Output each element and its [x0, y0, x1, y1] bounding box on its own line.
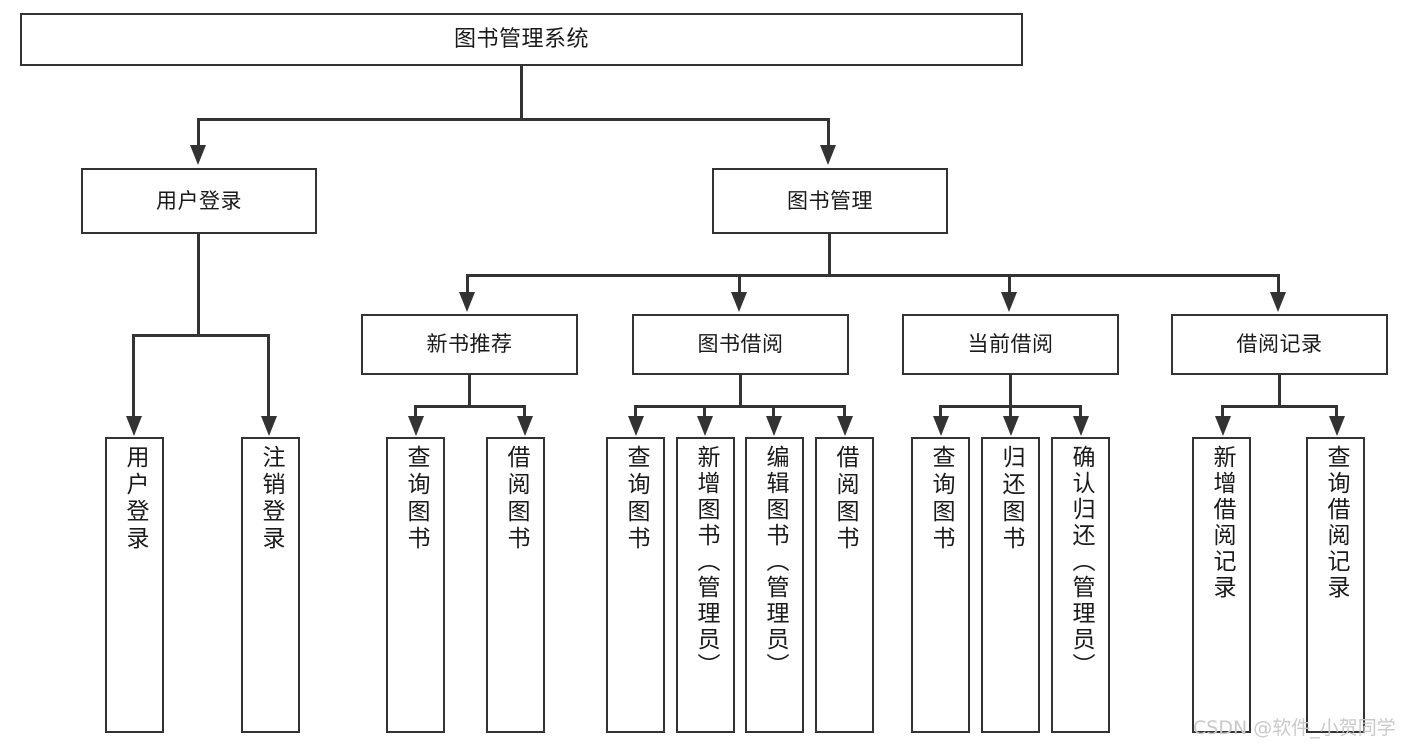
arrowhead-to-new-book-recommend	[459, 292, 475, 312]
leaf-label: 注销登录	[258, 445, 284, 553]
edge-to-current-borrow	[1008, 274, 1011, 294]
leaf-current-borrow-return-book[interactable]: 归还图书	[981, 437, 1040, 733]
edge-book-borrow-child-4	[843, 405, 846, 418]
leaf-label: 新增借阅记录	[1209, 445, 1235, 601]
leaf-borrow-record-add-record[interactable]: 新增借阅记录	[1192, 437, 1251, 733]
node-book-management[interactable]: 图书管理	[712, 168, 948, 234]
edge-user-login-bar	[132, 334, 270, 337]
leaf-label: 查询图书	[403, 445, 429, 553]
edge-book-borrow-child-2	[703, 405, 706, 418]
arrowhead-current-borrow-child-2	[1003, 416, 1019, 436]
node-book-borrow[interactable]: 图书借阅	[632, 314, 849, 375]
node-label: 新书推荐	[426, 332, 513, 357]
leaf-label: 用户登录	[122, 445, 148, 553]
node-current-borrow[interactable]: 当前借阅	[902, 314, 1119, 375]
edge-to-book-management	[827, 118, 830, 145]
edge-current-borrow-stem	[1009, 375, 1012, 407]
leaf-current-borrow-confirm-return-admin[interactable]: 确认归还（管理员）	[1051, 437, 1110, 733]
arrowhead-to-borrow-record	[1270, 292, 1286, 312]
arrowhead-user-login-child-2	[261, 416, 277, 436]
arrowhead-borrow-record-child-1	[1215, 416, 1231, 436]
edge-to-new-book-recommend	[466, 274, 469, 294]
arrowhead-current-borrow-child-1	[933, 416, 949, 436]
arrowhead-current-borrow-child-3	[1073, 416, 1089, 436]
node-new-book-recommend[interactable]: 新书推荐	[361, 314, 578, 375]
leaf-label: 新增图书（管理员）	[693, 445, 719, 679]
node-borrow-record[interactable]: 借阅记录	[1171, 314, 1388, 375]
edge-current-borrow-child-1	[939, 405, 942, 418]
edge-user-login-child-1	[132, 334, 135, 416]
edge-current-borrow-child-3	[1079, 405, 1082, 418]
node-label: 图书借阅	[697, 332, 784, 357]
arrowhead-book-borrow-child-2	[697, 416, 713, 436]
edge-book-borrow-bar	[634, 405, 846, 408]
arrowhead-book-borrow-child-3	[766, 416, 782, 436]
leaf-current-borrow-query-book[interactable]: 查询图书	[911, 437, 970, 733]
arrowhead-to-book-management	[820, 145, 836, 165]
edge-new-book-recommend-bar	[414, 405, 526, 408]
node-label: 图书管理系统	[453, 26, 589, 52]
edge-book-borrow-child-3	[772, 405, 775, 418]
arrowhead-new-book-recommend-child-2	[517, 416, 533, 436]
edge-level3-bar	[466, 274, 1280, 277]
edge-user-login-stem	[197, 234, 200, 336]
node-label: 借阅记录	[1236, 332, 1323, 357]
node-label: 用户登录	[156, 188, 242, 213]
leaf-book-borrow-edit-book-admin[interactable]: 编辑图书（管理员）	[745, 437, 804, 733]
leaf-user-login-login[interactable]: 用户登录	[105, 437, 164, 733]
leaf-book-borrow-add-book-admin[interactable]: 新增图书（管理员）	[676, 437, 735, 733]
leaf-label: 借阅图书	[832, 445, 858, 553]
edge-book-borrow-stem	[739, 375, 742, 407]
watermark-csdn: CSDN @软件_小贺同学	[1193, 717, 1396, 739]
arrowhead-book-borrow-child-1	[628, 416, 644, 436]
leaf-new-book-query-book[interactable]: 查询图书	[386, 437, 445, 733]
leaf-label: 查询图书	[623, 445, 649, 553]
edge-user-login-child-2	[267, 334, 270, 416]
edge-borrow-record-child-1	[1221, 405, 1224, 418]
node-label: 图书管理	[787, 188, 873, 213]
edge-book-management-stem	[828, 234, 831, 276]
leaf-label: 借阅图书	[503, 445, 529, 553]
arrowhead-to-book-borrow	[731, 292, 747, 312]
leaf-borrow-record-query-record[interactable]: 查询借阅记录	[1306, 437, 1365, 733]
edge-level2-bar	[197, 118, 829, 121]
node-root-book-management-system[interactable]: 图书管理系统	[20, 13, 1023, 66]
arrowhead-user-login-child-1	[126, 416, 142, 436]
edge-book-borrow-child-1	[634, 405, 637, 418]
leaf-label: 编辑图书（管理员）	[762, 445, 788, 679]
leaf-user-login-logout[interactable]: 注销登录	[241, 437, 300, 733]
leaf-label: 归还图书	[998, 445, 1024, 553]
arrowhead-book-borrow-child-4	[837, 416, 853, 436]
edge-borrow-record-stem	[1278, 375, 1281, 407]
edge-current-borrow-child-2	[1009, 405, 1012, 418]
edge-root-stem	[520, 66, 523, 120]
arrowhead-new-book-recommend-child-1	[408, 416, 424, 436]
leaf-book-borrow-query-book[interactable]: 查询图书	[606, 437, 665, 733]
edge-to-borrow-record	[1277, 274, 1280, 294]
edge-new-book-recommend-child-1	[414, 405, 417, 418]
leaf-label: 确认归还（管理员）	[1068, 445, 1094, 679]
edge-borrow-record-child-2	[1335, 405, 1338, 418]
leaf-book-borrow-borrow-book[interactable]: 借阅图书	[815, 437, 874, 733]
edge-borrow-record-bar	[1221, 405, 1338, 408]
edge-to-user-login	[197, 118, 200, 145]
edge-new-book-recommend-child-2	[523, 405, 526, 418]
edge-to-book-borrow	[738, 274, 741, 294]
arrowhead-to-user-login	[190, 145, 206, 165]
edge-new-book-recommend-stem	[468, 375, 471, 407]
node-user-login[interactable]: 用户登录	[81, 168, 317, 234]
node-label: 当前借阅	[967, 332, 1054, 357]
arrowhead-to-current-borrow	[1001, 292, 1017, 312]
arrowhead-borrow-record-child-2	[1329, 416, 1345, 436]
leaf-label: 查询借阅记录	[1323, 445, 1349, 601]
leaf-new-book-borrow-book[interactable]: 借阅图书	[486, 437, 545, 733]
leaf-label: 查询图书	[928, 445, 954, 553]
